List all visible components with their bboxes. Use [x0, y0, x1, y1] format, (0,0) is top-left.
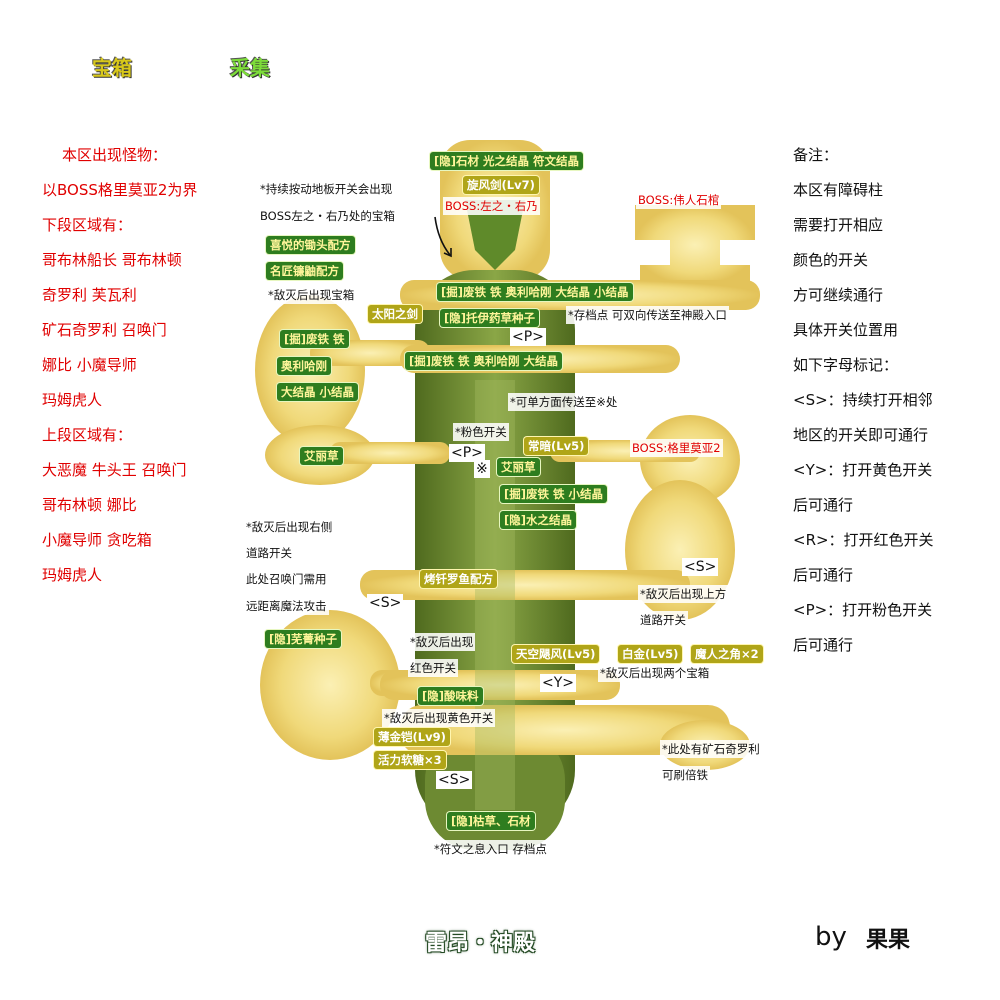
- note-red-switch-2: 红色开关: [408, 659, 458, 677]
- chest-candy: 活力软糖×3: [374, 751, 446, 769]
- monster-line: 矿石奇罗利 召唤门: [42, 321, 167, 339]
- note-summon-gate-2: 远距离魔法攻击: [244, 597, 329, 615]
- water-crystal: [隐]水之结晶: [500, 511, 577, 529]
- note-right-switch-1: *敌灭后出现右侧: [244, 518, 335, 536]
- monster-line: 大恶魔 牛头王 召唤门: [42, 461, 187, 479]
- gather-top: [隐]石材 光之结晶 符文结晶: [430, 152, 584, 170]
- note-red-switch-1: *敌灭后出现: [408, 633, 476, 651]
- note-enemy-chest: *敌灭后出现宝箱: [266, 286, 357, 304]
- notes-list: 备注： 本区有障碍柱 需要打开相应 颜色的开关 方可继续通行 具体开关位置用 如…: [793, 138, 993, 663]
- turnip-seed: [隐]芜菁种子: [265, 630, 342, 648]
- monster-line: 哥布林顿 娜比: [42, 496, 137, 514]
- bottom-gather: [隐]枯草、石材: [447, 812, 535, 830]
- monster-line: 玛姆虎人: [42, 566, 103, 584]
- note-ore-kirori-2: 可刷倍铁: [660, 766, 710, 784]
- arrow-icon: [434, 216, 452, 258]
- note-line: 地区的开关即可通行: [793, 426, 929, 444]
- author-by: by: [815, 922, 847, 952]
- note-teleport: *可单方面传送至※处: [508, 393, 620, 411]
- note-boss-chest: BOSS左之・右乃处的宝箱: [258, 207, 397, 225]
- boss-grimoire: BOSS:格里莫亚2: [630, 439, 723, 457]
- note-save-point: *存档点 可双向传送至神殿入口: [566, 306, 729, 324]
- left-mid-connector: [330, 442, 450, 464]
- note-upper-switch-2: 道路开关: [638, 611, 688, 629]
- monster-line: 奇罗利 芙瓦利: [42, 286, 137, 304]
- note-line: 需要打开相应: [793, 216, 884, 234]
- chest-recipe-fish: 烤钎罗鱼配方: [420, 570, 497, 588]
- note-two-chests: *敌灭后出现两个宝箱: [598, 664, 712, 682]
- shrine-emblem: [465, 200, 525, 270]
- note-line: 后可通行: [793, 636, 854, 654]
- note-rune-entrance: *符文之息入口 存档点: [432, 840, 549, 858]
- note-line: 颜色的开关: [793, 251, 869, 269]
- marker-p-mid: <P>: [449, 444, 485, 462]
- map-title: 雷昂・神殿: [425, 931, 536, 956]
- monster-line: 玛姆虎人: [42, 391, 103, 409]
- note-line: 备注：: [793, 146, 839, 164]
- note-line: 本区有障碍柱: [793, 181, 884, 199]
- monster-line: 以BOSS格里莫亚2为界: [42, 181, 198, 199]
- herb-mid: 艾丽草: [497, 458, 540, 476]
- marker-s-right: <S>: [682, 558, 719, 576]
- note-line: 如下字母标记：: [793, 356, 899, 374]
- chest-sword: 旋风剑(Lv7): [463, 176, 539, 194]
- note-floor-switch: *持续按动地板开关会出现: [258, 180, 395, 198]
- legend-chest: 宝箱: [92, 56, 132, 80]
- boss-left-right: BOSS:左之・右乃: [443, 197, 540, 215]
- monster-line: 小魔导师 贪吃箱: [42, 531, 152, 549]
- note-line: <P>：打开粉色开关: [793, 601, 933, 619]
- sour-seasoning: [隐]酸味料: [418, 687, 483, 705]
- recipe-sickle: 名匠镰鼬配方: [266, 262, 343, 280]
- note-pink-switch: *粉色开关: [453, 423, 509, 441]
- chest-sun-sword: 太阳之剑: [368, 305, 422, 323]
- chest-dark: 常暗(Lv5): [524, 437, 589, 455]
- herb-seed: [隐]托伊药草种子: [440, 309, 540, 327]
- monster-line: 哥布林船长 哥布林顿: [42, 251, 182, 269]
- herb-left: 艾丽草: [300, 447, 343, 465]
- chest-platinum: 白金(Lv5): [618, 645, 683, 663]
- chest-armor: 薄金铠(Lv9): [374, 728, 450, 746]
- monster-line: 下段区域有：: [42, 216, 133, 234]
- monster-list: 本区出现怪物： 以BOSS格里莫亚2为界 下段区域有： 哥布林船长 哥布林顿 奇…: [42, 138, 257, 593]
- marker-teleport-star: ※: [474, 460, 490, 478]
- recipe-hoe: 喜悦的锄头配方: [266, 236, 355, 254]
- author-name: 果果: [866, 928, 911, 953]
- boss-sarcophagus: BOSS:伟人石棺: [636, 191, 722, 209]
- note-summon-gate-1: 此处召唤门需用: [244, 570, 329, 588]
- note-line: 后可通行: [793, 496, 854, 514]
- note-ore-kirori-1: *此处有矿石奇罗利: [660, 740, 762, 758]
- legend-gather: 采集: [230, 56, 270, 80]
- sarcophagus-room: [635, 205, 755, 285]
- note-line: <S>：持续打开相邻: [793, 391, 933, 409]
- chest-horn: 魔人之角×2: [691, 645, 763, 663]
- note-line: <Y>：打开黄色开关: [793, 461, 933, 479]
- mine-left: [掘]废铁 铁: [280, 330, 349, 348]
- note-line: 后可通行: [793, 566, 854, 584]
- note-line: 具体开关位置用: [793, 321, 899, 339]
- marker-p-upper: <P>: [510, 328, 546, 346]
- crystal-left: 大结晶 小结晶: [277, 383, 359, 401]
- note-line: <R>：打开红色开关: [793, 531, 934, 549]
- chest-sky: 天空飓风(Lv5): [512, 645, 600, 663]
- monster-line: 本区出现怪物：: [62, 146, 168, 164]
- marker-s-bottom: <S>: [436, 771, 473, 789]
- marker-y: <Y>: [540, 674, 577, 692]
- mine-spot-3: [掘]废铁 铁 小结晶: [500, 485, 608, 503]
- note-upper-switch-1: *敌灭后出现上方: [638, 585, 729, 603]
- marker-s-left: <S>: [367, 594, 404, 612]
- mine-spot-2: [掘]废铁 铁 奥利哈刚 大结晶: [405, 352, 563, 370]
- ore-left: 奥利哈刚: [277, 357, 331, 375]
- note-yellow-switch: *敌灭后出现黄色开关: [382, 709, 496, 727]
- note-line: 方可继续通行: [793, 286, 884, 304]
- note-right-switch-2: 道路开关: [244, 544, 294, 562]
- monster-line: 娜比 小魔导师: [42, 356, 137, 374]
- monster-line: 上段区域有：: [42, 426, 133, 444]
- mine-spot-1: [掘]废铁 铁 奥利哈刚 大结晶 小结晶: [437, 283, 633, 301]
